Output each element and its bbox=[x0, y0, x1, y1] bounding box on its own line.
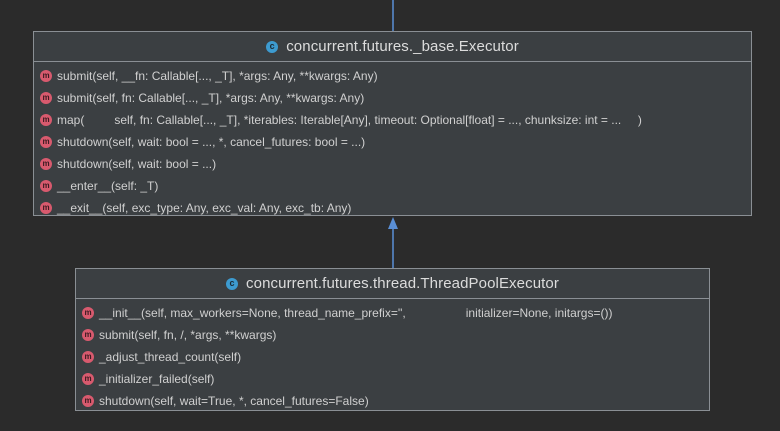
method-row[interactable]: m __enter__(self: _T) bbox=[34, 175, 751, 197]
method-m-icon: m bbox=[40, 70, 52, 82]
method-row[interactable]: m submit(self, fn, /, *args, **kwargs) bbox=[76, 324, 709, 346]
method-list-threadpoolexecutor: m __init__(self, max_workers=None, threa… bbox=[76, 299, 709, 412]
method-signature: map( self, fn: Callable[..., _T], *itera… bbox=[57, 113, 642, 127]
method-row[interactable]: m submit(self, __fn: Callable[..., _T], … bbox=[34, 65, 751, 87]
method-m-icon: m bbox=[40, 202, 52, 214]
method-row[interactable]: m shutdown(self, wait=True, *, cancel_fu… bbox=[76, 390, 709, 412]
class-box-threadpoolexecutor[interactable]: c concurrent.futures.thread.ThreadPoolEx… bbox=[75, 268, 710, 411]
class-c-icon: c bbox=[226, 277, 239, 290]
method-signature: shutdown(self, wait=True, *, cancel_futu… bbox=[99, 394, 369, 408]
method-signature: shutdown(self, wait: bool = ..., *, canc… bbox=[57, 135, 366, 149]
method-row[interactable]: m __exit__(self, exc_type: Any, exc_val:… bbox=[34, 197, 751, 219]
method-row[interactable]: m _initializer_failed(self) bbox=[76, 368, 709, 390]
class-name-executor: concurrent.futures._base.Executor bbox=[286, 38, 519, 55]
method-signature: __enter__(self: _T) bbox=[57, 179, 159, 193]
method-signature: __exit__(self, exc_type: Any, exc_val: A… bbox=[57, 201, 352, 215]
method-list-executor: m submit(self, __fn: Callable[..., _T], … bbox=[34, 62, 751, 219]
method-row[interactable]: m submit(self, fn: Callable[..., _T], *a… bbox=[34, 87, 751, 109]
method-m-icon: m bbox=[82, 351, 94, 363]
method-m-icon: m bbox=[40, 158, 52, 170]
method-row[interactable]: m shutdown(self, wait: bool = ...) bbox=[34, 153, 751, 175]
class-box-executor[interactable]: c concurrent.futures._base.Executor m su… bbox=[33, 31, 752, 216]
method-row[interactable]: m shutdown(self, wait: bool = ..., *, ca… bbox=[34, 131, 751, 153]
class-name-threadpoolexecutor: concurrent.futures.thread.ThreadPoolExec… bbox=[246, 275, 559, 292]
method-row[interactable]: m __init__(self, max_workers=None, threa… bbox=[76, 302, 709, 324]
method-m-icon: m bbox=[82, 395, 94, 407]
method-m-icon: m bbox=[40, 92, 52, 104]
class-header-threadpoolexecutor: c concurrent.futures.thread.ThreadPoolEx… bbox=[76, 269, 709, 299]
method-signature: submit(self, fn, /, *args, **kwargs) bbox=[99, 328, 277, 342]
method-m-icon: m bbox=[40, 114, 52, 126]
method-signature: submit(self, __fn: Callable[..., _T], *a… bbox=[57, 69, 378, 83]
method-m-icon: m bbox=[82, 329, 94, 341]
method-row[interactable]: m _adjust_thread_count(self) bbox=[76, 346, 709, 368]
method-signature: shutdown(self, wait: bool = ...) bbox=[57, 157, 217, 171]
method-signature: _adjust_thread_count(self) bbox=[99, 350, 242, 364]
method-row[interactable]: m map( self, fn: Callable[..., _T], *ite… bbox=[34, 109, 751, 131]
method-m-icon: m bbox=[82, 373, 94, 385]
class-header-executor: c concurrent.futures._base.Executor bbox=[34, 32, 751, 62]
method-signature: submit(self, fn: Callable[..., _T], *arg… bbox=[57, 91, 365, 105]
method-m-icon: m bbox=[82, 307, 94, 319]
inheritance-arrowhead bbox=[388, 217, 398, 229]
class-c-icon: c bbox=[266, 40, 279, 53]
method-signature: _initializer_failed(self) bbox=[99, 372, 215, 386]
method-m-icon: m bbox=[40, 136, 52, 148]
method-signature: __init__(self, max_workers=None, thread_… bbox=[99, 306, 613, 320]
method-m-icon: m bbox=[40, 180, 52, 192]
